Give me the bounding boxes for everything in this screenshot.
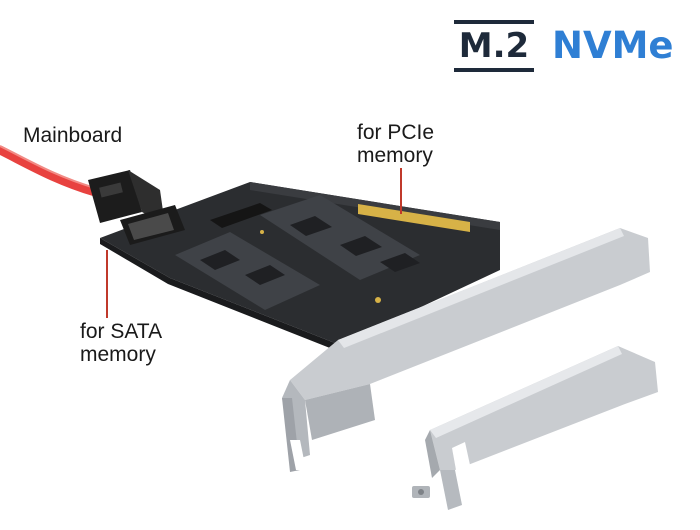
full-height-bracket [282, 228, 650, 472]
m2-logo: M.2 [454, 20, 534, 72]
sata-cable [0, 145, 100, 197]
pcie-label-line1: for PCIe [357, 121, 435, 144]
mainboard-label: Mainboard [23, 124, 123, 147]
low-profile-bracket [412, 346, 658, 510]
pcie-memory-label: for PCIe memory [357, 121, 434, 167]
nvme-logo: NVMe [552, 23, 674, 67]
pcie-label-line2: memory [357, 144, 433, 167]
sata-memory-label: for SATA memory [80, 320, 162, 366]
sata-label-line1: for SATA [80, 320, 163, 343]
pcb-board [100, 182, 500, 352]
sata-label-line2: memory [80, 343, 156, 366]
